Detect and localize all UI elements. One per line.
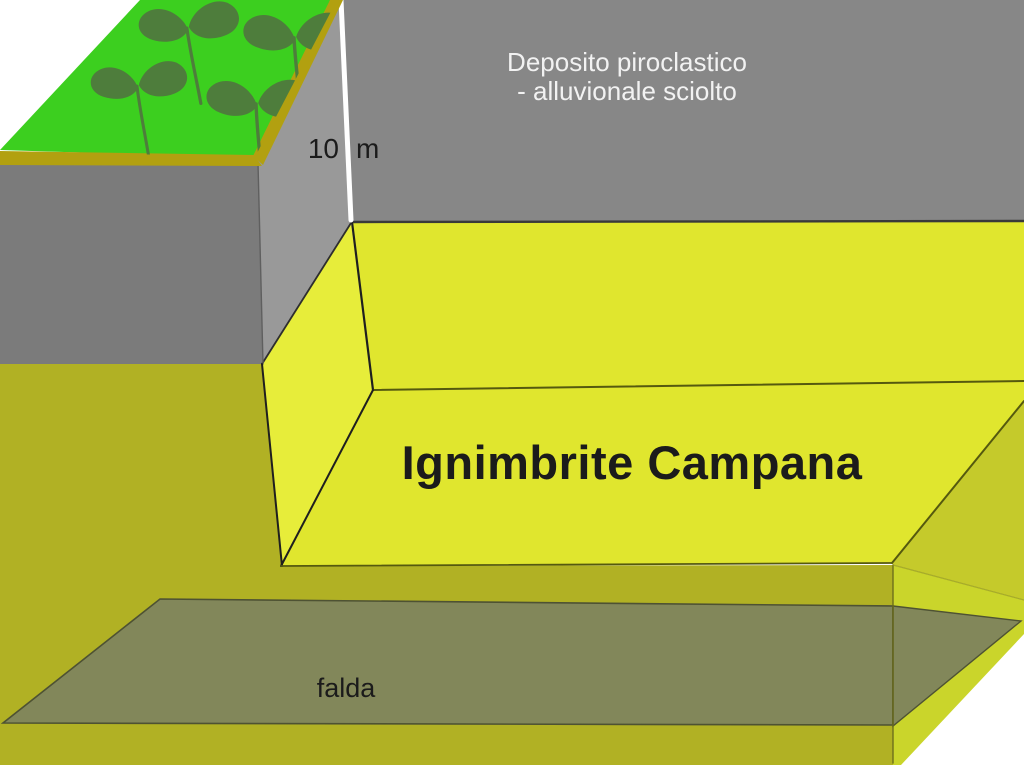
soil-strip-front xyxy=(0,151,262,166)
thickness-value-label: 10 xyxy=(308,133,339,164)
deposit-top-face xyxy=(341,0,1024,222)
deposit-label-line2: - alluvionale sciolto xyxy=(517,76,737,106)
measure-corner-line xyxy=(338,0,354,223)
ground-side-top-edge xyxy=(892,564,1024,601)
deposit-label-line1: Deposito piroclastico xyxy=(507,47,747,77)
gray-slope-edge-line xyxy=(261,222,352,365)
deposit-front-face xyxy=(0,163,263,364)
ignimbrite-lit-face xyxy=(262,223,373,566)
soil-strip-side xyxy=(253,0,343,165)
ignimbrite-front-face xyxy=(281,381,1024,566)
falda-label: falda xyxy=(317,673,377,703)
falda-plane-front xyxy=(0,598,894,726)
ignimbrite-left-corner-edge xyxy=(350,220,375,392)
ignimbrite-floor-front-edge xyxy=(372,380,1024,391)
ignimbrite-label: Ignimbrite Campana xyxy=(402,436,863,489)
deposit-side-face xyxy=(256,0,352,364)
ignimbrite-base-left-edge xyxy=(261,363,283,567)
gray-corner-edge-line xyxy=(257,162,264,365)
deposit-ignimbrite-boundary-line xyxy=(350,219,1024,224)
thickness-unit-label: m xyxy=(356,133,379,164)
ignimbrite-right-diagonal-edge xyxy=(891,400,1024,564)
ignimbrite-top-band xyxy=(352,221,1024,390)
ignimbrite-bottom-edge xyxy=(280,562,893,567)
ignimbrite-front-left-edge xyxy=(280,389,374,567)
ignimbrite-shaded-face xyxy=(892,401,1024,600)
